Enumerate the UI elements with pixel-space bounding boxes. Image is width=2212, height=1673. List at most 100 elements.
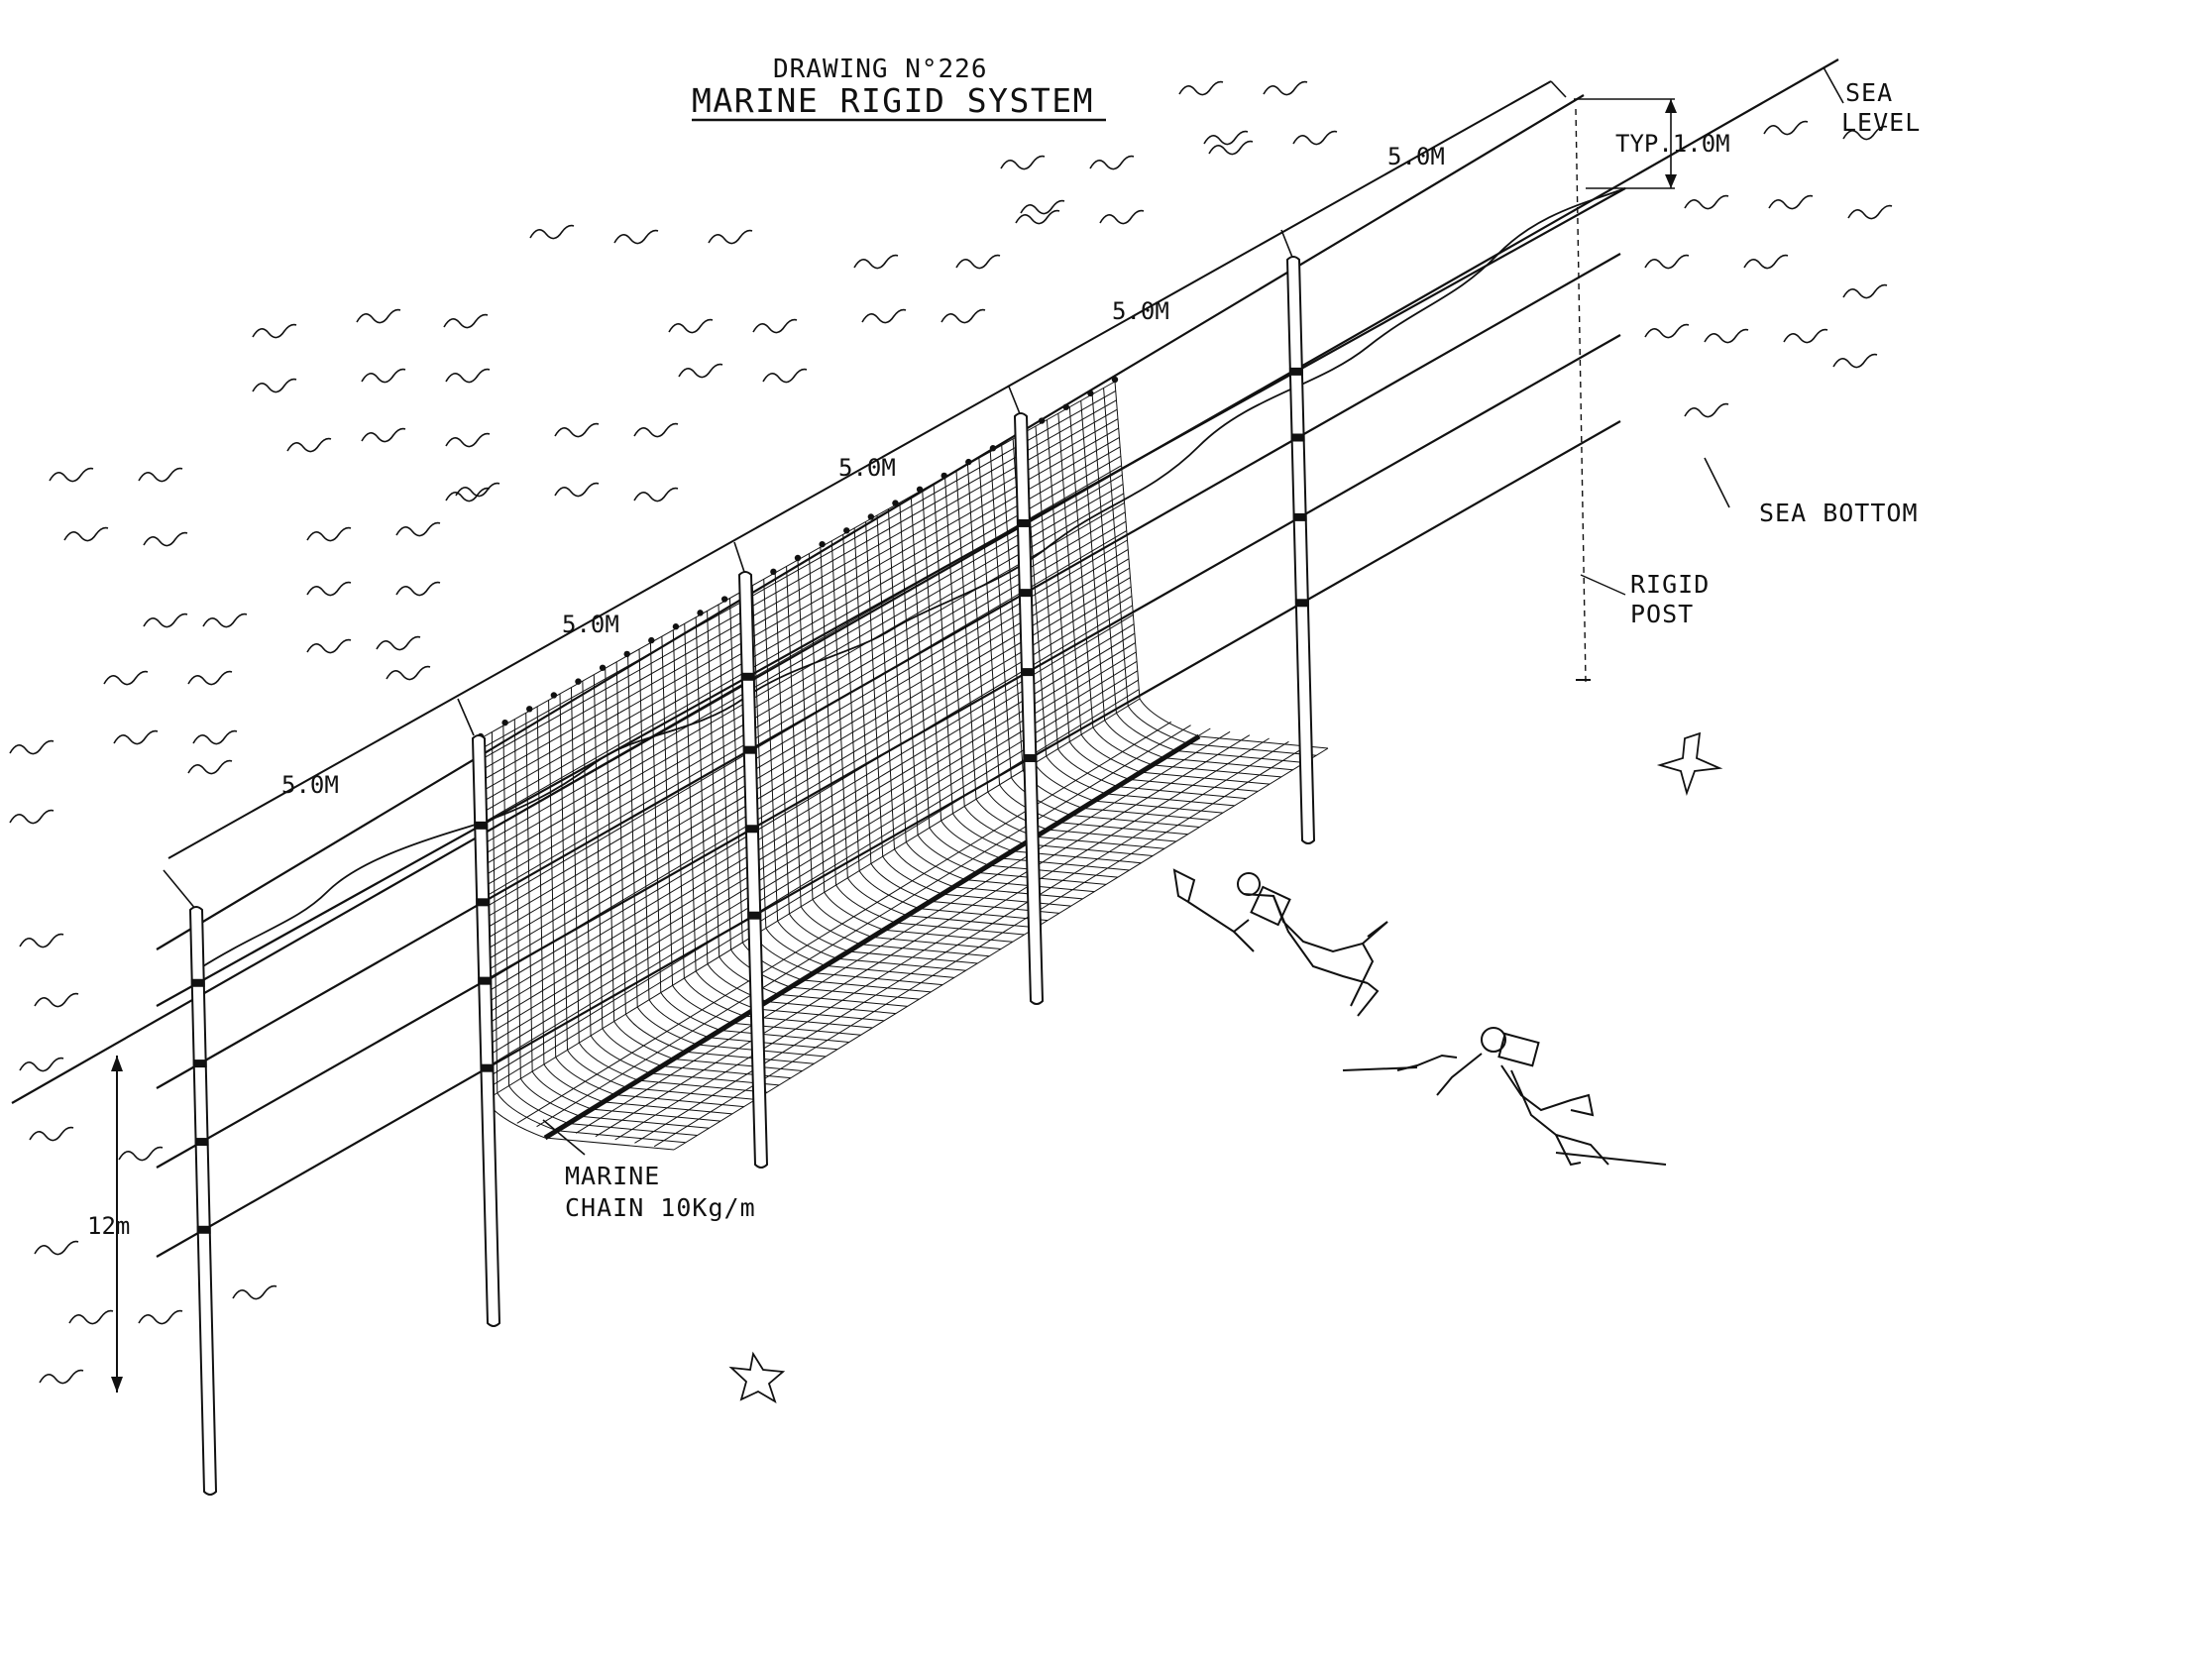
post-clamp <box>1016 518 1031 527</box>
marine-chain-text-2: CHAIN 10Kg/m <box>565 1193 756 1222</box>
float-bead <box>526 706 533 713</box>
post-clamp <box>190 978 205 987</box>
float-bead <box>1087 390 1094 397</box>
wave-mark <box>9 809 55 825</box>
wave-mark <box>143 531 188 547</box>
wave-mark <box>1263 80 1308 96</box>
wave-mark <box>762 368 808 384</box>
wave-mark <box>113 729 159 745</box>
rigid-post <box>471 734 501 1327</box>
float-bead <box>916 486 924 493</box>
wave-mark <box>1842 283 1888 299</box>
post-clamp <box>744 825 759 834</box>
net-strand <box>481 408 1118 771</box>
post-clamp <box>1018 589 1033 598</box>
net-strand <box>673 747 1329 1151</box>
net-strand <box>536 725 1191 1128</box>
wave-mark <box>286 437 332 453</box>
post-clamp <box>742 745 757 754</box>
title-block: DRAWING N°226 MARINE RIGID SYSTEM <box>692 55 1106 122</box>
net-strand <box>1046 419 1259 792</box>
post-clamp <box>1288 367 1303 376</box>
float-bead <box>770 568 777 576</box>
rigid-post-ref <box>1575 108 1587 683</box>
net-strand <box>485 689 1140 1090</box>
wave-mark <box>386 665 431 681</box>
net-strand <box>481 399 1117 760</box>
post-clamp <box>474 821 489 830</box>
wave-mark <box>34 1240 79 1256</box>
post-clamp <box>194 1138 209 1147</box>
wave-mark <box>1768 194 1814 210</box>
drawing-title: MARINE RIGID SYSTEM <box>692 81 1094 120</box>
wave-mark <box>252 323 297 339</box>
net-strand <box>485 698 1141 1101</box>
post-clamp <box>1292 512 1307 521</box>
wave-mark <box>202 613 248 628</box>
wave-mark <box>940 308 986 324</box>
wave-mark <box>252 378 297 393</box>
wave-mark <box>1763 120 1809 136</box>
cable-4 <box>156 420 1621 1258</box>
net-strand <box>614 737 1270 1141</box>
wave-mark <box>1644 254 1690 270</box>
wave-mark <box>1015 209 1060 225</box>
net-strand <box>595 734 1251 1138</box>
diver-lower <box>1342 1027 1667 1167</box>
net-strand <box>751 585 954 978</box>
float-bead <box>892 500 899 506</box>
post-clamp <box>1023 753 1038 762</box>
net-strand <box>1091 393 1305 763</box>
wave-mark <box>1783 328 1828 344</box>
float-bead <box>648 636 655 644</box>
diver-upper <box>1172 868 1388 1017</box>
post-clamp <box>740 672 755 681</box>
wave-mark <box>361 427 406 443</box>
wave-mark <box>1203 130 1249 146</box>
wave-mark <box>306 581 352 597</box>
spacing-label: 5.0M <box>838 454 896 482</box>
float-bead <box>1111 376 1119 384</box>
wave-mark <box>395 581 441 597</box>
diver-icon <box>1172 868 1388 1017</box>
wave-mark <box>445 432 491 448</box>
sea-level-label: SEA LEVEL <box>1823 66 1920 137</box>
wave-mark <box>853 254 899 270</box>
wave-mark <box>1743 254 1789 270</box>
wave-mark <box>633 422 679 438</box>
net-strand <box>634 740 1289 1144</box>
typ-spacing-callout: TYP.1.0M <box>1574 98 1730 189</box>
float-bead <box>720 596 728 603</box>
net-strand <box>575 730 1231 1134</box>
post-clamp <box>476 898 491 907</box>
rigid-post <box>1013 412 1045 1005</box>
wave-mark <box>1644 323 1690 339</box>
net-strand <box>763 579 966 971</box>
sea-level-line <box>11 58 1839 1104</box>
net-strand <box>1035 425 1247 800</box>
rigid-posts <box>188 256 1316 1496</box>
wave-mark <box>143 613 188 628</box>
float-bead <box>550 692 558 699</box>
wave-mark <box>306 526 352 542</box>
spacing-labels: 5.0M 5.0M 5.0M 5.0M 5.0M <box>281 143 1445 799</box>
rigid-post <box>188 906 218 1496</box>
net-panel <box>477 376 1329 1151</box>
wave-mark <box>445 368 491 384</box>
rigid-post <box>737 571 769 1169</box>
top-cable <box>156 94 1585 950</box>
wave-mark <box>1020 199 1065 215</box>
wave-mark <box>1099 209 1145 225</box>
float-bead <box>989 445 997 452</box>
spacing-label: 5.0M <box>562 611 619 638</box>
wave-mark <box>955 254 1001 270</box>
wave-mark <box>118 1146 164 1162</box>
wave-mark <box>1000 155 1046 170</box>
post-clamp <box>192 1060 207 1068</box>
rigid-post-label: RIGID POST <box>1575 108 1709 683</box>
net-strand <box>481 437 1120 803</box>
float-bead <box>819 540 826 548</box>
float-bead <box>867 513 875 520</box>
wave-mark <box>1832 353 1878 369</box>
typ-spacing-label: TYP.1.0M <box>1615 130 1730 158</box>
